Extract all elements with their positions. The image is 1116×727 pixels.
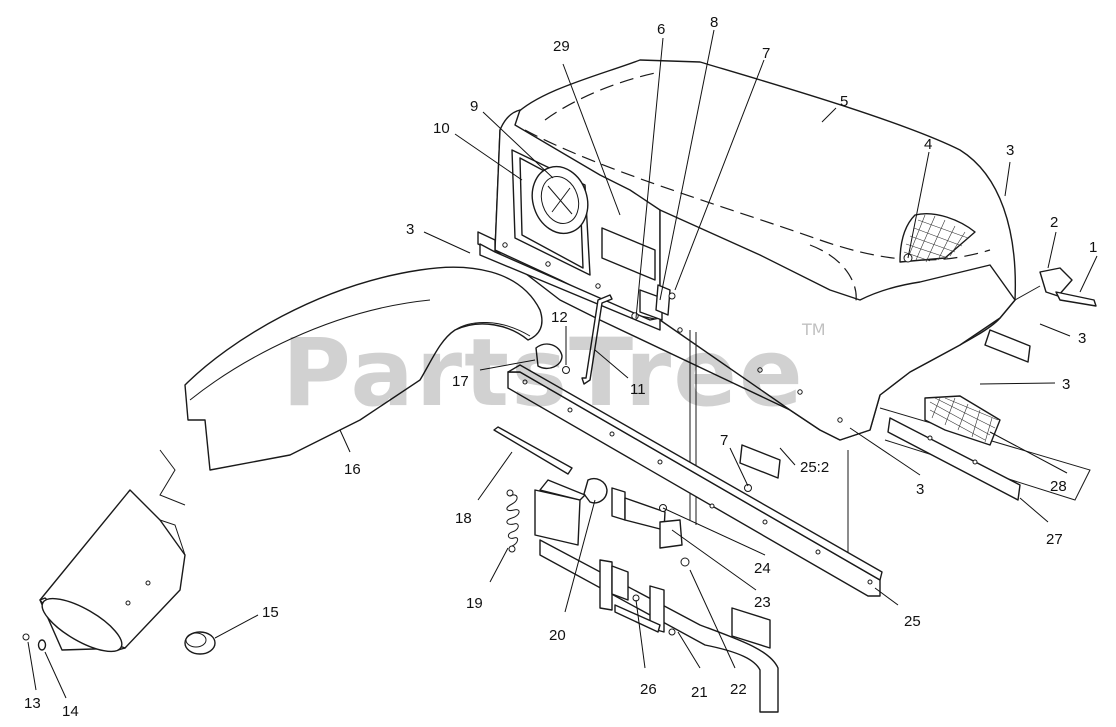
frame-rail [507, 364, 883, 597]
callout-3-left: 3 [406, 221, 414, 238]
callout-1: 1 [1089, 239, 1097, 256]
callout-4: 4 [924, 136, 932, 153]
callout-14: 14 [62, 703, 79, 720]
callout-12: 12 [551, 309, 568, 326]
watermark-text: PartsTree [282, 319, 805, 428]
callout-28: 28 [1050, 478, 1067, 495]
callout-3-top: 3 [1006, 142, 1014, 159]
callout-5: 5 [840, 93, 848, 110]
decal-25-2 [739, 444, 781, 479]
callout-27: 27 [1046, 531, 1063, 548]
callout-7-lower: 7 [720, 432, 728, 449]
hood-latch-bracket [631, 284, 676, 321]
hood-assembly [477, 59, 1031, 441]
latch-bracket [534, 479, 690, 567]
callout-3-right-upper: 3 [1078, 330, 1086, 347]
callout-15: 15 [262, 604, 279, 621]
callout-23: 23 [754, 594, 771, 611]
callout-3-bottom: 3 [916, 481, 924, 498]
discharge-chute [22, 449, 216, 655]
nut-7 [744, 484, 752, 492]
callout-24: 24 [754, 560, 771, 577]
callout-21: 21 [691, 684, 708, 701]
callout-6: 6 [657, 21, 665, 38]
callout-10: 10 [433, 120, 450, 137]
leader-lines [27, 29, 1098, 699]
callout-9: 9 [470, 98, 478, 115]
callout-20: 20 [549, 627, 566, 644]
callout-18: 18 [455, 510, 472, 527]
callout-2: 2 [1050, 214, 1058, 231]
callout-7-top: 7 [762, 45, 770, 62]
fender-panel [184, 266, 543, 471]
callout-3-right-lower: 3 [1062, 376, 1070, 393]
callout-8: 8 [710, 14, 718, 31]
callout-26: 26 [640, 681, 657, 698]
spring [506, 489, 520, 553]
callout-17: 17 [452, 373, 469, 390]
callout-29: 29 [553, 38, 570, 55]
callout-19: 19 [466, 595, 483, 612]
callout-11: 11 [630, 381, 646, 398]
callout-25: 25 [904, 613, 921, 630]
callout-labels: 1 2 3 3 3 3 3 4 5 6 7 7 8 9 10 11 12 13 … [24, 14, 1097, 720]
watermark-trademark: TM [801, 320, 826, 339]
callout-13: 13 [24, 695, 41, 712]
pivot-shaft [493, 426, 608, 504]
pedal-lever [539, 539, 779, 713]
callout-25-2: 25:2 [800, 459, 829, 476]
callout-22: 22 [730, 681, 747, 698]
latch-rod [535, 294, 613, 385]
callout-16: 16 [344, 461, 361, 478]
side-screen-assembly [887, 267, 1097, 501]
